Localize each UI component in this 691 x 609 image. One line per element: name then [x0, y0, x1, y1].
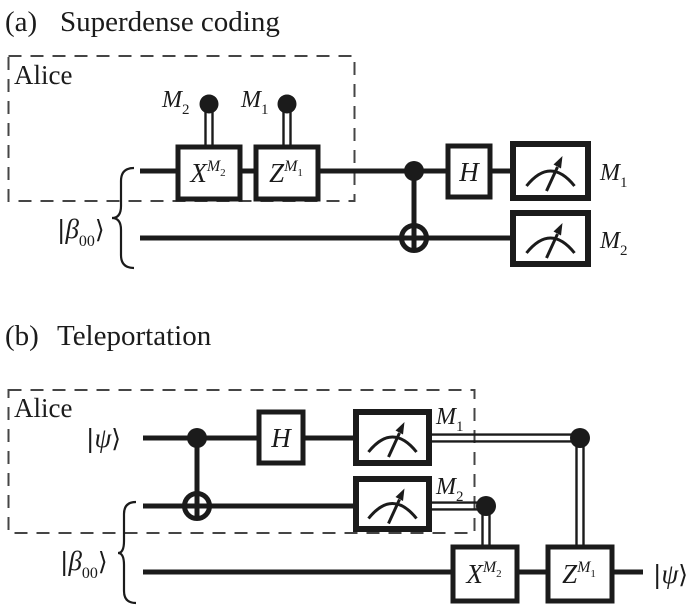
measurement-result-m2: M2 [599, 228, 628, 259]
bell-state-brace [117, 500, 137, 605]
cnot-control-dot [404, 161, 424, 181]
gate-z-label: ZM1 [269, 158, 303, 188]
gate-h-label: H [270, 423, 292, 453]
gate-h-box [256, 409, 306, 466]
gate-z-box [545, 544, 615, 604]
panel-b-index: (b) [5, 320, 39, 352]
bell-state-brace [111, 166, 135, 270]
gate-h-label: H [458, 157, 480, 187]
cnot-control-dot [187, 428, 207, 448]
gate-x-box [175, 144, 243, 202]
panel-b: (b) Teleportation Alice |ψ⟩ |β00⟩ H M1 M… [5, 320, 688, 605]
classical-control-dot-m2 [476, 496, 496, 516]
gate-h-box [445, 143, 493, 200]
bell-state-label: |β00⟩ [60, 546, 108, 582]
psi-output-label: |ψ⟩ [653, 559, 688, 589]
bell-state-label: |β00⟩ [57, 214, 105, 250]
control-label-m2: M2 [161, 87, 190, 118]
measurement-result-m1: M1 [599, 160, 628, 191]
control-label-m1: M1 [240, 87, 269, 118]
alice-label: Alice [14, 60, 72, 90]
panel-a: (a) Superdense coding Alice |β00⟩ M2 M1 … [5, 6, 628, 270]
alice-dashed-box [7, 389, 476, 534]
gate-z-box [253, 144, 321, 202]
classical-control-dot-m1 [277, 94, 297, 114]
psi-input-label: |ψ⟩ [86, 423, 121, 453]
panel-b-title: Teleportation [57, 320, 212, 352]
measurement-box-bottom [353, 476, 432, 532]
gate-x-box [450, 544, 520, 604]
measurement-result-m2: M2 [435, 474, 464, 505]
alice-label: Alice [14, 393, 72, 423]
measurement-result-m1: M1 [435, 404, 464, 435]
panel-a-title: Superdense coding [60, 6, 280, 38]
panel-a-index: (a) [5, 6, 37, 38]
classical-control-dot-m2 [199, 94, 219, 114]
gate-x-label: XM2 [465, 559, 501, 589]
gate-x-label: XM2 [189, 158, 225, 188]
classical-control-dot-m1 [570, 428, 590, 448]
gate-z-label: ZM1 [562, 559, 596, 589]
